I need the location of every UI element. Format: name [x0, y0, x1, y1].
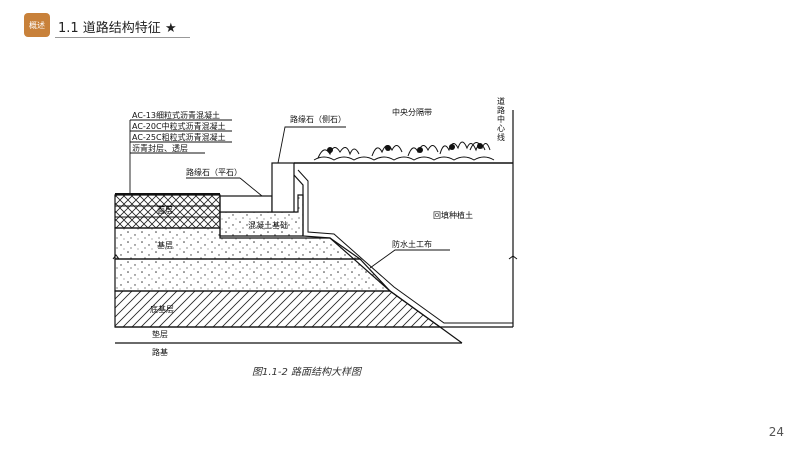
page-number: 24: [768, 425, 784, 439]
label-geotextile: 防水土工布: [392, 239, 432, 249]
svg-text:线: 线: [497, 132, 505, 142]
label-cushion: 垫层: [152, 329, 168, 339]
label-curb-flat: 路缘石（平石）: [186, 167, 242, 177]
label-median: 中央分隔带: [392, 107, 432, 117]
label-base: 基层: [157, 240, 173, 250]
geotextile-line: [293, 174, 513, 328]
figure-caption: 图1.1-2 路面结构大样图: [252, 367, 362, 378]
label-curb-side: 路缘石（侧石）: [290, 114, 346, 124]
label-centerline: 道 路 中 心 线: [497, 96, 505, 142]
flat-curb: [219, 195, 273, 213]
side-curb: [271, 162, 295, 213]
label-seal: 沥青封层、透层: [132, 143, 188, 153]
title-underline: [55, 37, 190, 38]
svg-text:中: 中: [497, 114, 505, 124]
median-plants: [313, 141, 495, 161]
base-layer-lower: [114, 258, 392, 292]
page-title: 1.1 道路结构特征 ★: [58, 21, 177, 36]
label-backfill: 回填种植土: [433, 210, 473, 220]
svg-text:路: 路: [497, 105, 505, 115]
label-ac13: AC-13细粒式沥青混凝土: [132, 110, 220, 120]
label-subgrade: 路基: [152, 347, 168, 357]
label-concrete-base: 混凝土基础: [248, 220, 288, 230]
section-badge: 概述: [24, 13, 50, 37]
svg-text:心: 心: [497, 124, 505, 133]
svg-text:道: 道: [497, 96, 505, 106]
label-ac25c: AC-25C粗粒式沥青混凝土: [132, 132, 226, 142]
label-ac20c: AC-20C中粒式沥青混凝土: [132, 121, 226, 131]
label-surface: 面层: [157, 206, 173, 215]
label-subbase: 底基层: [150, 304, 174, 314]
